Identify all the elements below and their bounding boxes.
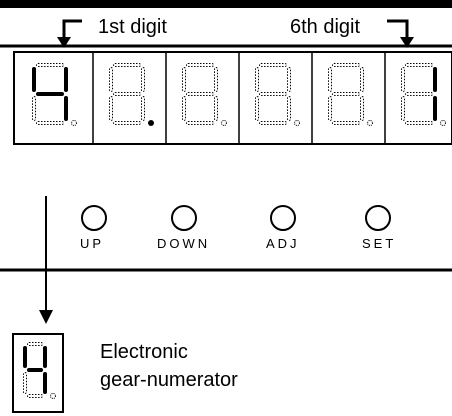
segment-b-lit — [433, 67, 437, 92]
digit-6 — [401, 63, 446, 126]
adj-button-label: ADJ — [266, 236, 300, 251]
decimal-point — [367, 120, 373, 126]
legend-line-2: gear-numerator — [100, 369, 238, 391]
segment-d — [259, 121, 287, 125]
segment-a — [27, 342, 43, 346]
segment-d — [186, 121, 214, 125]
segment-e — [109, 96, 113, 121]
decimal-point — [221, 120, 227, 126]
segment-a — [405, 63, 433, 67]
digit-2 — [109, 63, 154, 126]
segment-f — [401, 67, 405, 92]
segment-b — [360, 67, 364, 92]
segment-f — [109, 67, 113, 92]
legend-digit-segments — [23, 342, 56, 399]
decimal-point — [50, 393, 56, 399]
segment-b-lit — [64, 67, 68, 92]
segment-a — [113, 63, 141, 67]
segment-a — [36, 63, 64, 67]
segment-g — [405, 92, 433, 96]
segment-e — [32, 96, 36, 121]
device-panel — [0, 44, 452, 272]
segment-f — [255, 67, 259, 92]
decimal-point — [71, 120, 77, 126]
pointer-arrow — [39, 196, 53, 324]
legend-digit-box — [12, 333, 64, 413]
segment-e — [255, 96, 259, 121]
segment-f-lit — [23, 346, 27, 368]
first-digit-arrow — [57, 19, 82, 48]
down-button-label: DOWN — [157, 236, 211, 251]
segment-g-lit — [27, 368, 43, 372]
segment-e — [182, 96, 186, 121]
down-button[interactable] — [171, 205, 197, 231]
segment-d — [332, 121, 360, 125]
sixth-digit-arrow — [387, 19, 414, 48]
digit-4 — [255, 63, 300, 126]
segment-b — [141, 67, 145, 92]
decimal-point-lit — [148, 120, 154, 126]
segment-g-lit — [36, 92, 64, 96]
button-row — [81, 205, 391, 231]
sixth-digit-label: 6th digit — [290, 16, 361, 38]
segment-c — [287, 96, 291, 121]
legend-digit — [23, 342, 56, 399]
segment-e — [23, 372, 27, 394]
segment-c — [360, 96, 364, 121]
set-button[interactable] — [365, 205, 391, 231]
segment-g — [259, 92, 287, 96]
decimal-point — [294, 120, 300, 126]
legend-line-1: Electronic — [100, 341, 188, 363]
segment-c-lit — [43, 372, 47, 394]
top-bar — [0, 0, 452, 8]
segment-d — [405, 121, 433, 125]
segment-b — [287, 67, 291, 92]
segment-c — [141, 96, 145, 121]
segment-e — [328, 96, 332, 121]
segment-a — [259, 63, 287, 67]
segment-d — [36, 121, 64, 125]
segment-c-lit — [433, 96, 437, 121]
segment-f — [182, 67, 186, 92]
segment-d — [27, 394, 43, 398]
up-button-label: UP — [80, 236, 105, 251]
segment-g — [113, 92, 141, 96]
segment-g — [332, 92, 360, 96]
segment-f-lit — [32, 67, 36, 92]
segment-b — [214, 67, 218, 92]
segment-a — [332, 63, 360, 67]
display-digits — [32, 52, 446, 144]
digit-3 — [182, 63, 227, 126]
digit-1 — [32, 63, 77, 126]
decimal-point — [440, 120, 446, 126]
segment-f — [328, 67, 332, 92]
set-button-label: SET — [362, 236, 397, 251]
first-digit-label: 1st digit — [98, 16, 167, 38]
digit-5 — [328, 63, 373, 126]
segment-g — [186, 92, 214, 96]
segment-a — [186, 63, 214, 67]
segment-c — [214, 96, 218, 121]
segment-d — [113, 121, 141, 125]
segment-c-lit — [64, 96, 68, 121]
segment-e — [401, 96, 405, 121]
adj-button[interactable] — [270, 205, 296, 231]
segment-b-lit — [43, 346, 47, 368]
up-button[interactable] — [81, 205, 107, 231]
